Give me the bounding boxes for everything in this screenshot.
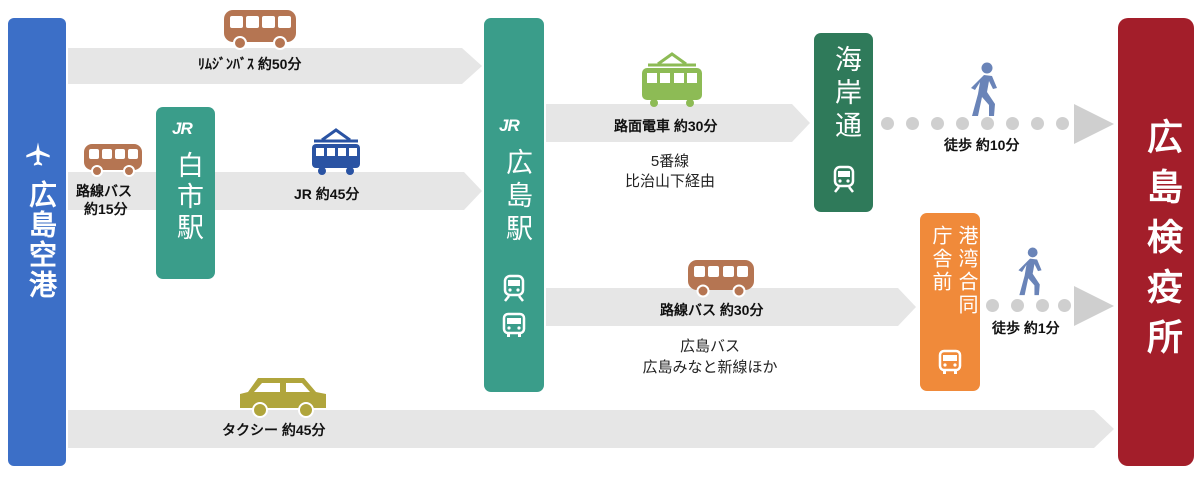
route-local-bus-1-label-2: 約15分 [84, 201, 128, 217]
station-kaigan-dori: 海岸通 [814, 33, 873, 212]
origin-hiroshima-airport: 広島空港 [8, 18, 66, 466]
route-local-bus-2-note-1: 広島バス [679, 338, 740, 355]
bus-icon [688, 260, 754, 298]
station-kaigan-dori-name: 海岸通 [831, 45, 861, 144]
walking-person-icon [1018, 247, 1042, 296]
route-walk-2-label: 徒歩 約1分 [992, 320, 1060, 336]
arrow-local-bus-2 [546, 288, 916, 326]
route-local-bus-2-note-2: 広島みなと新線ほか [642, 359, 778, 376]
station-kowan-name-a: 港湾合同 [955, 225, 977, 317]
airplane-icon [26, 142, 50, 166]
route-tram-note-2: 比治山下経由 [624, 173, 715, 190]
arrow-local-bus-1 [68, 172, 158, 210]
car-icon [240, 378, 326, 418]
bus-front-icon [938, 349, 962, 374]
bus-icon [84, 144, 142, 177]
station-hiroshima: JR 広島駅 [484, 18, 544, 392]
train-front-icon [503, 274, 525, 302]
station-kowan-godo-chosha-mae: 港湾合同 庁舎前 [920, 213, 980, 391]
station-kowan-name-b: 庁舎前 [929, 225, 951, 294]
arrow-limousine [68, 48, 482, 84]
station-hiroshima-name: 広島駅 [502, 148, 532, 247]
route-limousine-label: ﾘﾑｼﾞﾝﾊﾞｽ 約50分 [198, 56, 302, 72]
arrow-tram [546, 104, 810, 142]
bus-front-icon [502, 312, 526, 337]
station-shiraichi: JR 白市駅 [156, 107, 215, 279]
route-local-bus-2-label: 路線バス 約30分 [660, 302, 764, 318]
jr-logo: JR [172, 119, 193, 138]
bus-icon [224, 10, 296, 50]
walking-person-icon [971, 62, 997, 116]
train-icon [312, 128, 360, 175]
arrow-jr [214, 172, 482, 210]
destination-quarantine-station: 広島検疫所 [1118, 18, 1194, 466]
arrow-taxi [68, 410, 1114, 448]
tram-icon [642, 52, 702, 107]
route-tram-label: 路面電車 約30分 [614, 118, 718, 134]
route-jr-label: JR 約45分 [294, 186, 360, 202]
route-walk-1-label: 徒歩 約10分 [944, 137, 1020, 153]
route-taxi-label: タクシー 約45分 [222, 422, 326, 438]
route-local-bus-1-label-1: 路線バス [76, 183, 132, 199]
train-front-icon [833, 165, 855, 193]
destination-name: 広島検疫所 [1142, 118, 1183, 368]
station-shiraichi-name: 白市駅 [173, 151, 203, 244]
origin-name: 広島空港 [26, 180, 57, 300]
jr-logo: JR [499, 116, 520, 135]
route-tram-note-1: 5番線 [650, 153, 690, 170]
